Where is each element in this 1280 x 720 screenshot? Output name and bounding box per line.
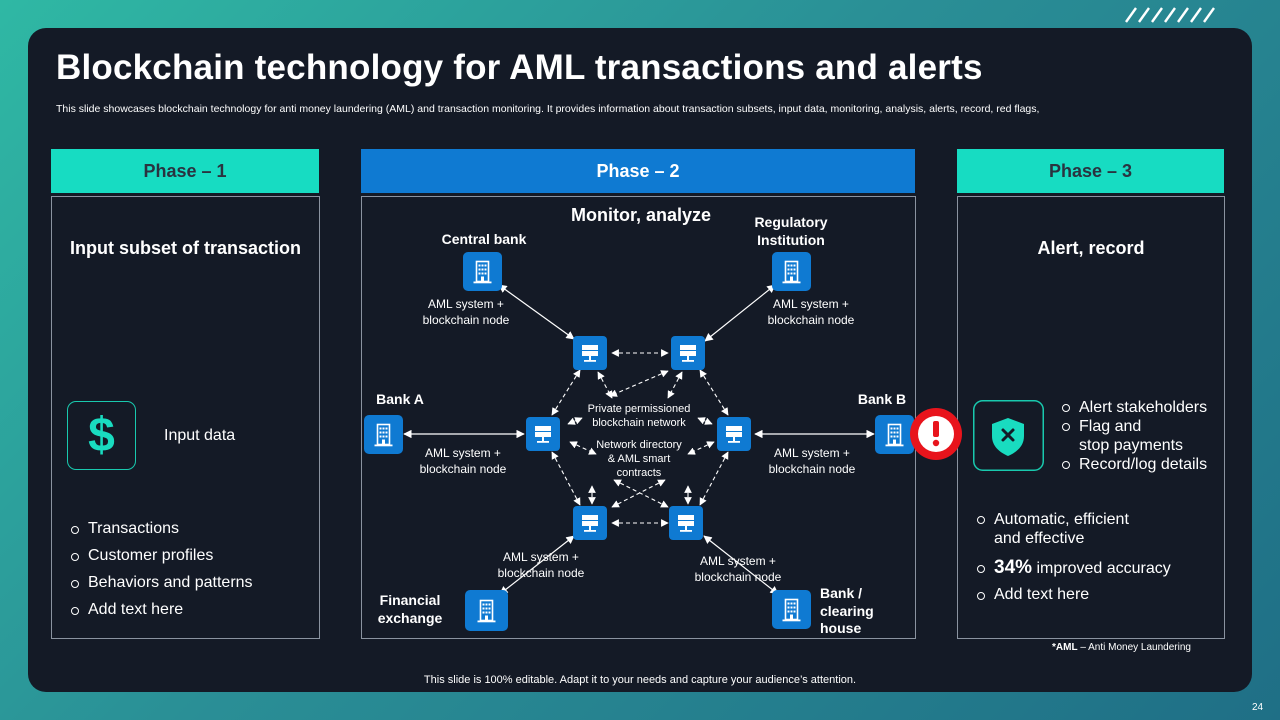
blockchain-node (526, 417, 560, 451)
exclamation-alert-icon (910, 408, 962, 460)
phase-3-title: Alert, record (1037, 238, 1145, 258)
network-label-line2: blockchain network (592, 417, 686, 429)
phase-2-title: Monitor, analyze (571, 205, 711, 225)
alert-actions-list: Alert stakeholders Flag and stop payment… (1061, 398, 1207, 474)
directory-label-line2: & AML smart (608, 453, 671, 465)
slide-title: Blockchain technology for AML transactio… (56, 48, 983, 87)
directory-label-line1: Network directory (596, 439, 682, 451)
directory-label-line3: contracts (617, 467, 662, 479)
node-label: blockchain node (423, 313, 510, 327)
clearing-house-building-icon (772, 590, 811, 629)
list-item: Flag and (1061, 417, 1207, 436)
central-bank-building-icon (463, 252, 502, 291)
dollar-glyph: $ (88, 408, 115, 462)
blockchain-node (717, 417, 751, 451)
phase-1-bullet-list: Transactions Customer profiles Behaviors… (70, 515, 253, 623)
benefit-bullet-3-text: Add text here (994, 586, 1090, 603)
accuracy-text: improved accuracy (1032, 560, 1171, 577)
node-label: AML system + (774, 446, 850, 460)
network-label-line1: Private permissioned (588, 403, 691, 415)
bank-a-label: Bank A (376, 391, 424, 407)
list-item: Behaviors and patterns (70, 569, 253, 596)
phase-3-panel (957, 196, 1225, 639)
dollar-icon: $ (67, 401, 136, 470)
list-item: Alert stakeholders (1061, 398, 1207, 417)
regulatory-building-icon (772, 252, 811, 291)
bank-b-label: Bank B (858, 391, 906, 407)
clearing-house-line1: Bank / (820, 585, 862, 601)
benefit-bullet-1-line2: and effective (994, 530, 1085, 547)
node-label: blockchain node (420, 462, 507, 476)
footnote-text: – Anti Money Laundering (1077, 642, 1191, 653)
regulatory-label-line2: Institution (757, 232, 825, 248)
page-number: 24 (1252, 702, 1264, 713)
node-label: AML system + (425, 446, 501, 460)
phase-1-title: Input subset of transaction (69, 238, 301, 258)
slide-subtitle: This slide showcases blockchain technolo… (56, 103, 1040, 115)
benefit-bullet-3: Add text here (976, 585, 1089, 605)
clearing-house-line3: house (820, 620, 861, 636)
financial-exchange-line2: exchange (378, 610, 443, 626)
list-item: stop payments (1061, 436, 1207, 455)
node-label: AML system + (773, 297, 849, 311)
financial-exchange-building-icon (465, 590, 508, 631)
central-bank-label: Central bank (442, 231, 527, 247)
bank-a-building-icon (364, 415, 403, 454)
phase-2-header: Phase – 2 (361, 149, 915, 193)
bank-b-building-icon (875, 415, 914, 454)
slide-card (28, 28, 1252, 692)
node-label: blockchain node (768, 313, 855, 327)
decorative-hatch (1125, 7, 1215, 23)
input-data-label: Input data (164, 427, 236, 444)
list-item-continuation: stop payments (1079, 437, 1184, 454)
regulatory-label-line1: Regulatory (754, 214, 827, 230)
footnote: *AML – Anti Money Laundering (1052, 642, 1191, 653)
blockchain-node (573, 336, 607, 370)
footer-note: This slide is 100% editable. Adapt it to… (423, 674, 857, 686)
financial-exchange-line1: Financial (380, 592, 441, 608)
node-label: blockchain node (769, 462, 856, 476)
benefit-bullet-1: Automatic, efficient and effective (976, 510, 1129, 548)
blockchain-node (671, 336, 705, 370)
node-label: AML system + (700, 554, 776, 568)
accuracy-value: 34% (994, 557, 1033, 578)
bullet-marker (977, 516, 985, 524)
list-item: Transactions (70, 515, 253, 542)
blockchain-node (669, 506, 703, 540)
benefit-bullet-1-line1: Automatic, efficient (994, 511, 1129, 528)
clearing-house-line2: clearing (820, 603, 874, 619)
list-item: Record/log details (1061, 455, 1207, 474)
phase-2-panel (361, 196, 916, 639)
footnote-abbr: *AML (1052, 642, 1078, 653)
phase-1-header: Phase – 1 (51, 149, 319, 193)
node-label: blockchain node (695, 570, 782, 584)
node-label: AML system + (428, 297, 504, 311)
benefit-bullet-2: 34% improved accuracy (976, 557, 1171, 580)
list-item: Customer profiles (70, 542, 253, 569)
list-item: Add text here (70, 596, 253, 623)
phase-3-header: Phase – 3 (957, 149, 1224, 193)
phase-1-panel (51, 196, 320, 639)
bullet-marker (977, 565, 985, 573)
shield-x-icon (973, 400, 1044, 471)
node-label: blockchain node (498, 566, 585, 580)
bullet-marker (977, 592, 985, 600)
node-label: AML system + (503, 550, 579, 564)
blockchain-node (573, 506, 607, 540)
